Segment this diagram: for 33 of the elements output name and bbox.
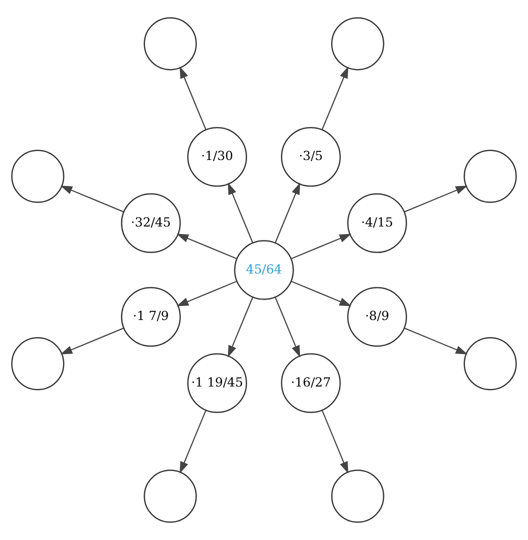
node-circle — [464, 337, 517, 390]
node-circle — [331, 470, 384, 523]
node-circle: ·16/27 — [280, 353, 341, 414]
arrow — [176, 280, 238, 306]
node-circle — [144, 17, 197, 70]
arrow — [290, 234, 352, 260]
node-circle — [331, 17, 384, 70]
arrow — [274, 182, 300, 244]
node-circle: ·1 19/45 — [187, 353, 248, 414]
arrow — [180, 410, 206, 474]
arrow — [60, 328, 124, 354]
arrow — [322, 66, 348, 130]
arrow — [176, 234, 238, 260]
node-circle — [11, 150, 64, 203]
node-circle: ·1/30 — [187, 126, 248, 187]
arrow — [274, 296, 300, 358]
node-circle — [11, 337, 64, 390]
node-circle: ·4/15 — [347, 193, 408, 254]
node-circle: 45/64 — [234, 240, 294, 300]
arrow — [322, 410, 348, 474]
arrow — [404, 186, 468, 212]
arrow — [404, 328, 468, 354]
arrow — [290, 280, 352, 306]
node-circle: ·32/45 — [120, 193, 181, 254]
arrow — [180, 66, 206, 130]
node-circle — [464, 150, 517, 203]
node-circle: ·1 7/9 — [120, 286, 181, 347]
node-circle: ·8/9 — [347, 286, 408, 347]
node-circle: ·3/5 — [280, 126, 341, 187]
node-circle — [144, 470, 197, 523]
arrow — [60, 186, 124, 212]
arrow — [228, 182, 254, 244]
arrow — [228, 296, 254, 358]
